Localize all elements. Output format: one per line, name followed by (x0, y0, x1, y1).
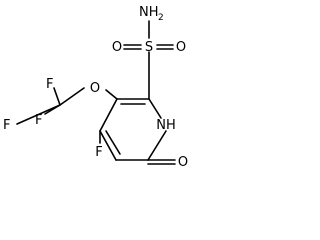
bond-c3-o-ether (105, 89, 118, 100)
atom-n-amide-subscript: 2 (158, 13, 164, 23)
bond-c5-c4-inner (105, 130, 121, 155)
atom-f-bottom: F (35, 113, 42, 128)
bond-c5-c4 (99, 130, 117, 161)
chemical-structure-diagram: F F F O F NH O S O O NH 2 (3, 5, 188, 170)
atom-o-ether: O (90, 81, 100, 96)
atom-o-s-right: O (176, 40, 186, 55)
bond-o-ether-cf3 (59, 87, 85, 106)
bond-cf3-f-bottom (44, 104, 61, 115)
atom-f-left: F (3, 118, 10, 133)
bond-cf3-f-top (53, 87, 61, 106)
atom-nh: NH (156, 118, 176, 133)
atom-s: S (145, 40, 153, 55)
atom-f-top: F (46, 77, 53, 92)
bond-cf3-f-left (16, 104, 61, 125)
atom-o-keto: O (178, 155, 188, 170)
atom-n-amide: NH (139, 5, 159, 20)
bond-c2-n1 (148, 98, 162, 119)
bond-c4-c3 (99, 98, 118, 132)
atom-o-s-left: O (112, 40, 122, 55)
atom-f-ring: F (95, 145, 102, 160)
bond-n1-c6 (147, 130, 167, 161)
